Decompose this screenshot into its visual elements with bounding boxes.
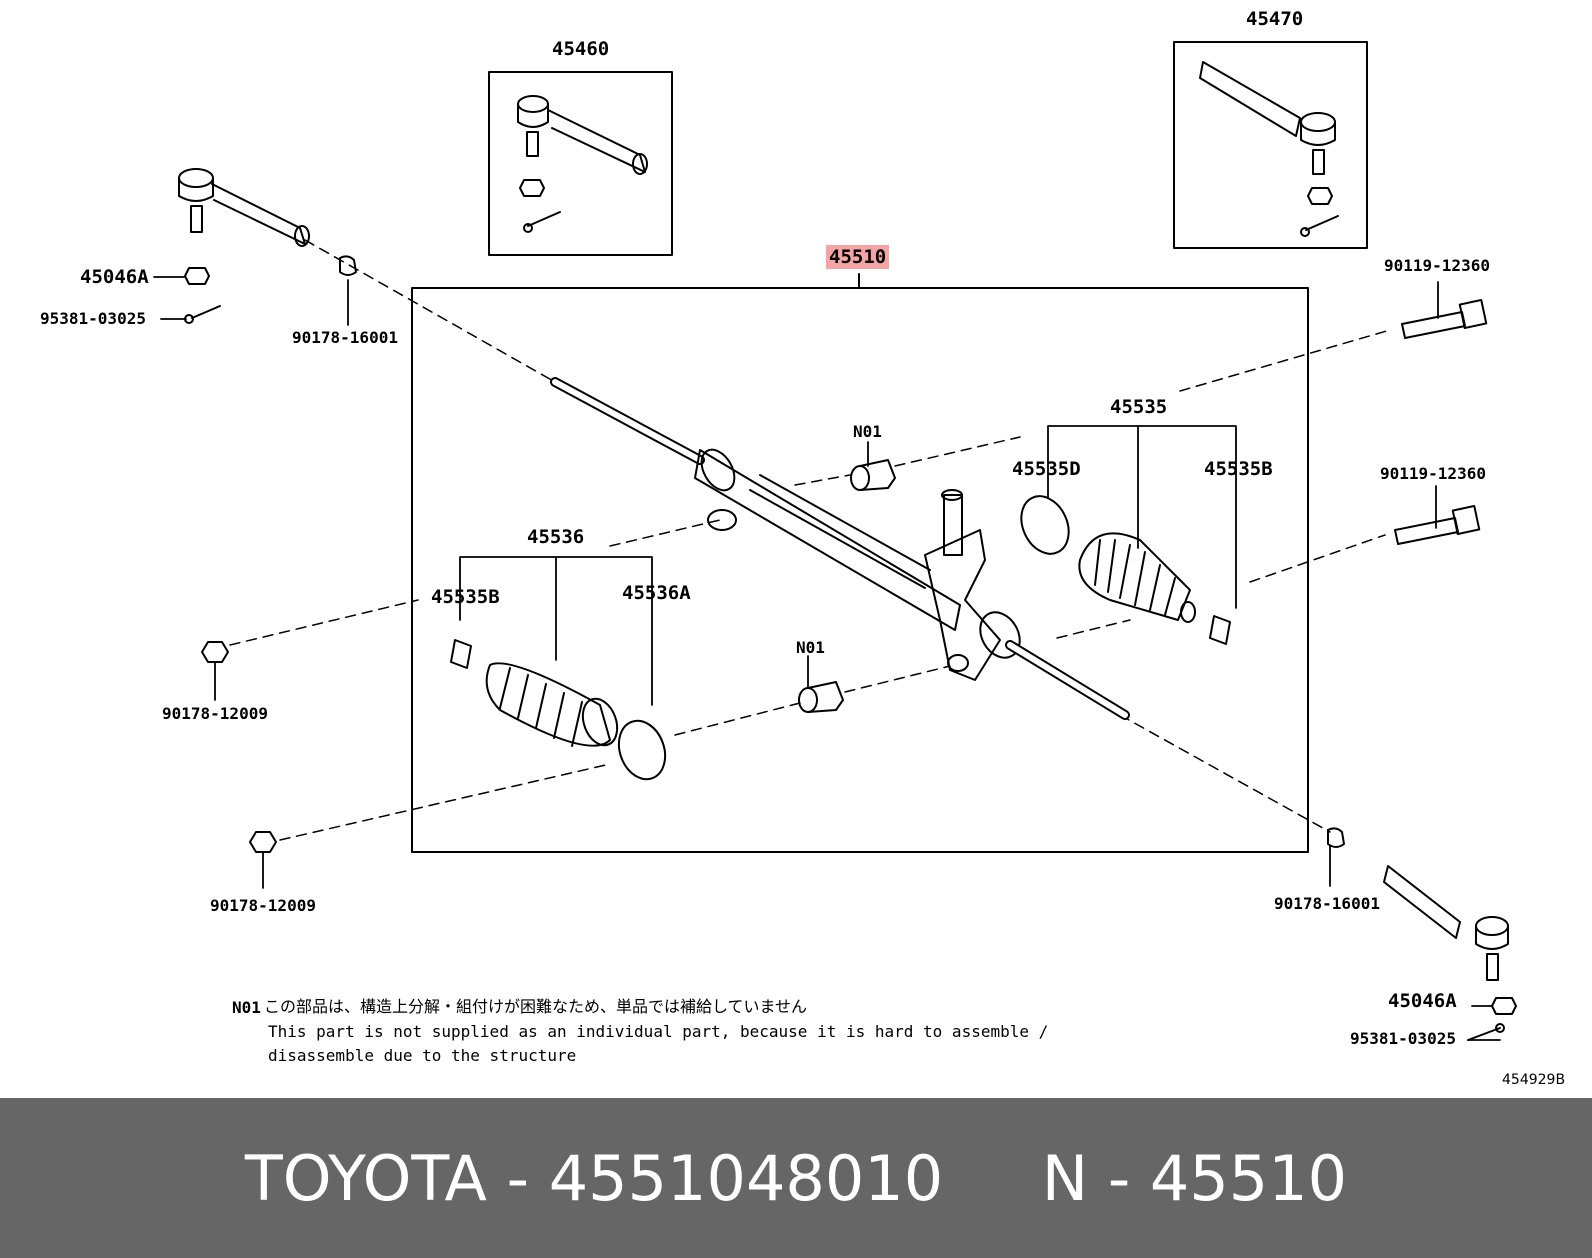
- group-brackets: [153, 276, 1501, 1041]
- note-japanese: この部品は、構造上分解・組付けが困難なため、単品では補給していません: [264, 997, 808, 1016]
- label-45470: 45470: [1246, 8, 1304, 30]
- label-45046a-left: 45046A: [80, 266, 149, 288]
- label-95381-right: 95381-03025: [1350, 1029, 1456, 1048]
- label-45535b-left: 45535B: [431, 586, 500, 608]
- bushings-drawing: [798, 459, 896, 713]
- footer-brand: TOYOTA: [244, 1141, 487, 1215]
- label-90178-12009-bottom: 90178-12009: [210, 896, 316, 915]
- label-45536a: 45536A: [622, 582, 691, 604]
- label-90119-top: 90119-12360: [1384, 256, 1490, 275]
- steering-rack-drawing: [550, 377, 1130, 720]
- diagram-drawing: [153, 41, 1517, 1041]
- assembly-lines: [229, 239, 1391, 841]
- label-45535d: 45535D: [1012, 458, 1081, 480]
- label-n01-bottom: N01: [796, 638, 825, 657]
- box-45460: [488, 71, 673, 256]
- label-45046a-right: 45046A: [1388, 990, 1457, 1012]
- label-n01-top: N01: [853, 422, 882, 441]
- tie-rod-end-left-drawing: [178, 168, 357, 324]
- label-45536: 45536: [527, 526, 585, 548]
- box-45470: [1173, 41, 1368, 249]
- label-90178-12009-mid: 90178-12009: [162, 704, 268, 723]
- footer-bar: TOYOTA - 4551048010 N - 45510: [0, 1098, 1592, 1258]
- label-90178-16001-right: 90178-16001: [1274, 894, 1380, 913]
- footer-caption: TOYOTA - 4551048010 N - 45510: [0, 1098, 1592, 1258]
- label-45460: 45460: [552, 38, 610, 60]
- tie-rod-end-45460-drawing: [517, 95, 648, 233]
- footer-separator: -: [506, 1141, 529, 1215]
- label-45535: 45535: [1110, 396, 1168, 418]
- note-english-line1: This part is not supplied as an individu…: [268, 1022, 1049, 1041]
- note-english-line2: disassemble due to the structure: [268, 1046, 577, 1065]
- nuts-left-drawing: [201, 641, 277, 853]
- footer-part-number: 4551048010: [548, 1141, 944, 1215]
- figure-code: 454929B: [1502, 1072, 1566, 1088]
- boot-left-drawing: [450, 639, 667, 781]
- box-45510: [411, 287, 1309, 853]
- label-45510[interactable]: 45510: [826, 245, 890, 269]
- highlighted-part-number[interactable]: 45510: [826, 245, 890, 269]
- parts-diagram: 45460 45470 45510 45046A 95381-03025 901…: [40, 8, 1566, 1088]
- label-90119-mid: 90119-12360: [1380, 464, 1486, 483]
- label-95381-left: 95381-03025: [40, 309, 146, 328]
- label-90178-16001-left: 90178-16001: [292, 328, 398, 347]
- boot-right-drawing: [1020, 495, 1231, 645]
- tie-rod-end-45470-drawing: [1199, 61, 1339, 237]
- label-45535b-right: 45535B: [1204, 458, 1273, 480]
- note-marker: N01: [232, 998, 261, 1017]
- footer-ref: N - 45510: [1041, 1141, 1348, 1215]
- tie-rod-end-right-drawing: [1327, 827, 1517, 1041]
- bolts-right-drawing: [1394, 298, 1488, 545]
